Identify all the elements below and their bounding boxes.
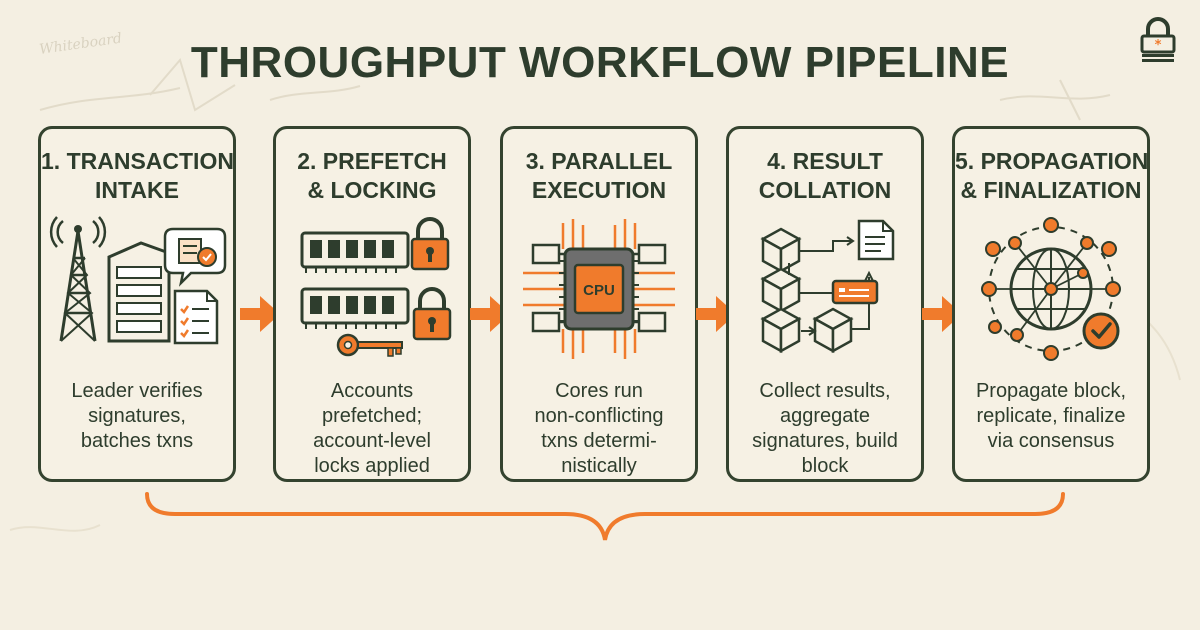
- blocks-document-icon: [760, 219, 895, 354]
- step-parallel-execution: 3. PARALLEL EXECUTION CPU Cores run non-…: [500, 126, 698, 482]
- cpu-label: CPU: [583, 282, 615, 299]
- step-propagation-finalization: 5. PROPAGATION & FINALIZATION: [952, 126, 1150, 482]
- grouping-brace: [145, 492, 1065, 541]
- step-title: 1. TRANSACTION INTAKE: [41, 148, 234, 203]
- step-prefetch-locking: 2. PREFETCH & LOCKING: [273, 126, 471, 482]
- step-title: 3. PARALLEL EXECUTION: [525, 148, 673, 203]
- memory-lock-key-icon: [300, 217, 452, 357]
- cpu-chip-icon: CPU: [523, 219, 675, 359]
- svg-text:*: *: [1155, 38, 1162, 53]
- server-tower-document-icon: [49, 216, 227, 345]
- step-description: Cores run non-conflicting txns determi- …: [534, 380, 664, 477]
- step-title: 2. PREFETCH & LOCKING: [297, 148, 447, 203]
- page-title: THROUGHPUT WORKFLOW PIPELINE: [190, 38, 1010, 87]
- step-description: Propagate block, replicate, finalize via…: [975, 380, 1127, 452]
- lock-logo-icon: *: [1140, 17, 1176, 62]
- step-title: 4. RESULT COLLATION: [758, 148, 892, 203]
- arrow-right-icon: [240, 296, 280, 332]
- globe-network-check-icon: [981, 217, 1121, 361]
- step-result-collation: 4. RESULT COLLATION: [726, 126, 924, 482]
- step-title: 5. PROPAGATION & FINALIZATION: [955, 148, 1149, 203]
- step-description: Leader verifies signatures, batches txns: [71, 380, 203, 452]
- step-transaction-intake: 1. TRANSACTION INTAKE: [38, 126, 236, 482]
- step-description: Accounts prefetched; account-level locks…: [313, 380, 431, 477]
- step-description: Collect results, aggregate signatures, b…: [752, 380, 898, 477]
